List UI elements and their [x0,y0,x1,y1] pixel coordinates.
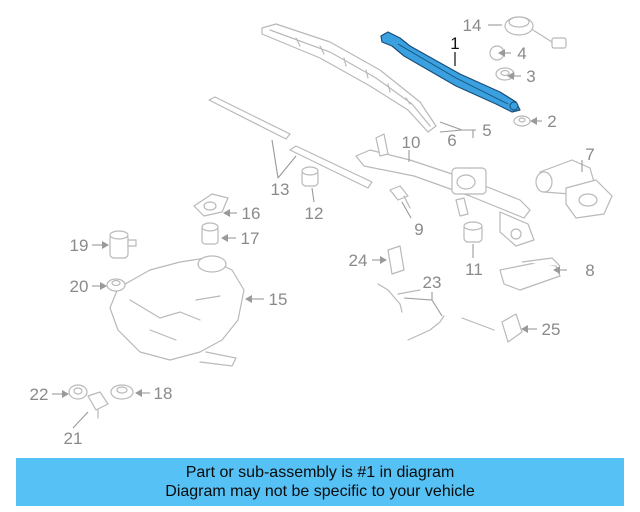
label-19: 19 [70,236,89,255]
label-15: 15 [269,290,288,309]
banner-line-2: Diagram may not be specific to your vehi… [165,483,475,500]
label-6: 6 [447,131,456,150]
label-10: 10 [402,133,421,152]
label-1: 1 [450,34,459,53]
grommet-part-12 [301,166,319,187]
nozzle-part-21 [87,391,109,419]
grommet-part-18 [110,384,134,400]
leader-lines [52,24,583,429]
label-13: 13 [271,180,290,199]
label-20: 20 [70,277,89,296]
connector-part-25 [501,313,523,343]
label-17: 17 [241,229,260,248]
info-banner: Part or sub-assembly is #1 in diagram Di… [16,458,624,506]
parts-diagram: 1 14 4 3 2 5 6 7 10 13 12 9 11 8 24 23 2… [30,16,613,448]
label-8: 8 [585,261,594,280]
blade-insert-part-13 [208,96,373,189]
label-5: 5 [482,121,491,140]
nozzle-part-22 [68,384,88,400]
bracket-part-8 [499,257,561,291]
linkage-part-10 [355,133,535,247]
label-16: 16 [242,204,261,223]
filler-cap-part-16 [193,193,229,217]
wiper-blade [261,23,437,133]
grommet-part-20 [106,278,126,292]
cap-part-2 [513,115,531,127]
pump-part-19 [109,230,137,259]
label-14: 14 [463,16,482,35]
label-21: 21 [64,429,83,448]
label-7: 7 [585,145,594,164]
wiper-arm-part-1 [380,31,521,113]
clip-part-9 [389,185,411,209]
label-24: 24 [349,251,368,270]
reservoir-part-15 [109,255,245,367]
label-3: 3 [526,67,535,86]
label-25: 25 [542,320,561,339]
hose-part-23 [377,283,495,341]
cap-part-14 [504,16,567,49]
connector-part-24 [387,245,405,275]
grommet-part-11 [463,221,483,243]
label-2: 2 [547,112,556,131]
label-4: 4 [517,44,526,63]
label-11: 11 [465,260,483,279]
label-22: 22 [30,385,49,404]
label-9: 9 [414,220,423,239]
filler-neck-part-17 [201,222,219,245]
label-12: 12 [305,204,324,223]
label-23: 23 [423,273,442,292]
motor-part-7 [535,159,613,219]
label-18: 18 [154,384,173,403]
banner-line-1: Part or sub-assembly is #1 in diagram [185,464,455,481]
